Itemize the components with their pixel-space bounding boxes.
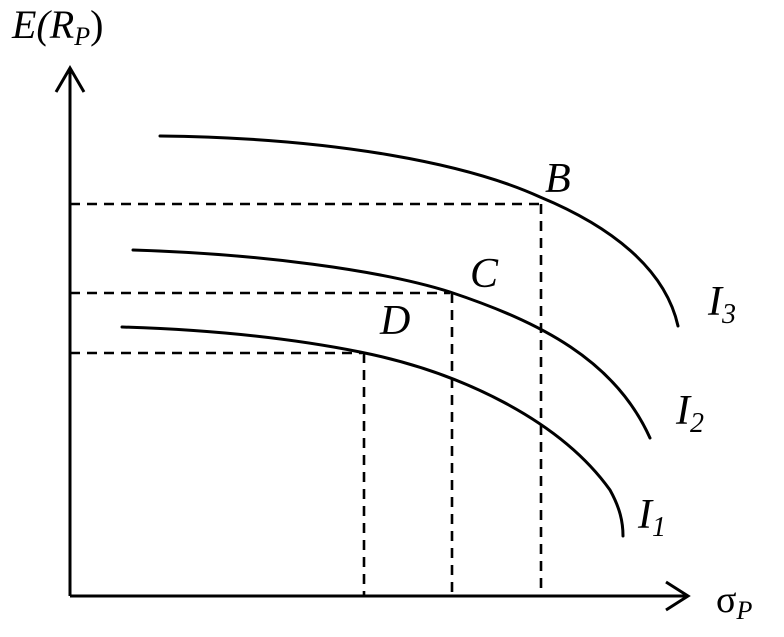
x-axis-label: σP (716, 579, 752, 625)
curve-label-i3: I3 (707, 279, 736, 330)
point-label-b: B (545, 156, 571, 202)
curve-label-i2: I2 (675, 388, 704, 439)
indifference-curve-i2 (131, 248, 652, 440)
point-label-d: D (379, 298, 410, 344)
indifference-curve-i1 (120, 325, 625, 538)
y-axis-arrowhead (54, 65, 86, 93)
x-axis-arrowhead (665, 580, 691, 612)
indifference-curve-i3 (158, 134, 680, 328)
y-axis-label: E(RP) (11, 2, 103, 51)
axes (54, 65, 691, 612)
point-label-c: C (470, 251, 499, 297)
curve-label-i1: I1 (637, 492, 666, 543)
